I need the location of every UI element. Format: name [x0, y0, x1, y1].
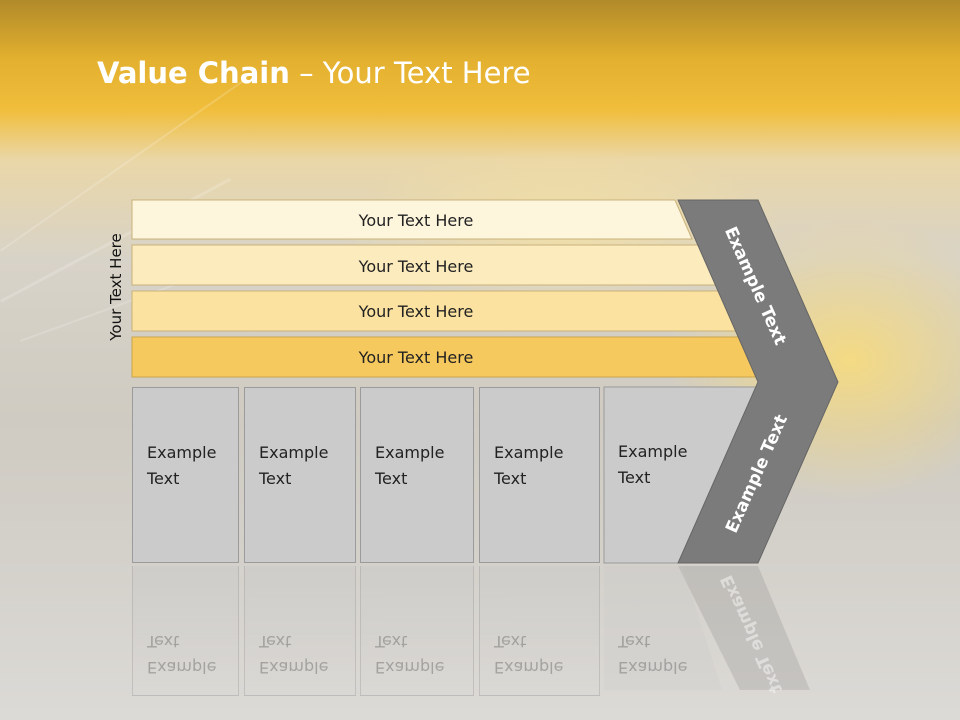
- title-rest: – Your Text Here: [289, 56, 531, 90]
- reflection-text-4: Example Text: [494, 632, 564, 677]
- reflection-text-5: Example Text: [618, 632, 688, 677]
- box-3-line2: Text: [375, 469, 408, 488]
- reflection-box-4: Example Text: [479, 566, 600, 696]
- box-3-line1: Example: [375, 443, 445, 462]
- reflection-box-1: Example Text: [132, 566, 239, 696]
- reflection-text-2: Example Text: [259, 632, 329, 677]
- row-1-label: Your Text Here: [358, 210, 474, 230]
- box-4-line2: Text: [494, 469, 527, 488]
- reflection-box-5: Example Text: [604, 566, 687, 696]
- row-3-label: Your Text Here: [358, 301, 474, 321]
- reflection-box-3: Example Text: [360, 566, 474, 696]
- box-4-line1: Example: [494, 443, 564, 462]
- box-5-line2: Text: [618, 468, 651, 487]
- title-bold: Value Chain: [97, 56, 290, 90]
- reflection-text-1: Example Text: [147, 632, 217, 677]
- chevron-arrow: [677, 199, 839, 564]
- box-1-line2: Text: [147, 469, 180, 488]
- row-2-label: Your Text Here: [358, 256, 474, 276]
- last-box-reflection: [604, 566, 722, 690]
- row-4-label: Your Text Here: [358, 347, 474, 367]
- chevron-reflection: [678, 566, 810, 690]
- reflection-box-2: Example Text: [244, 566, 356, 696]
- row-shape-1: [131, 199, 693, 240]
- reflection-text-3: Example Text: [375, 632, 445, 677]
- box-5-line1: Example: [618, 442, 688, 461]
- box-1-line1: Example: [147, 443, 217, 462]
- box-2-line2: Text: [259, 469, 292, 488]
- slide-title: Value Chain – Your Text Here: [97, 56, 531, 90]
- box-2-line1: Example: [259, 443, 329, 462]
